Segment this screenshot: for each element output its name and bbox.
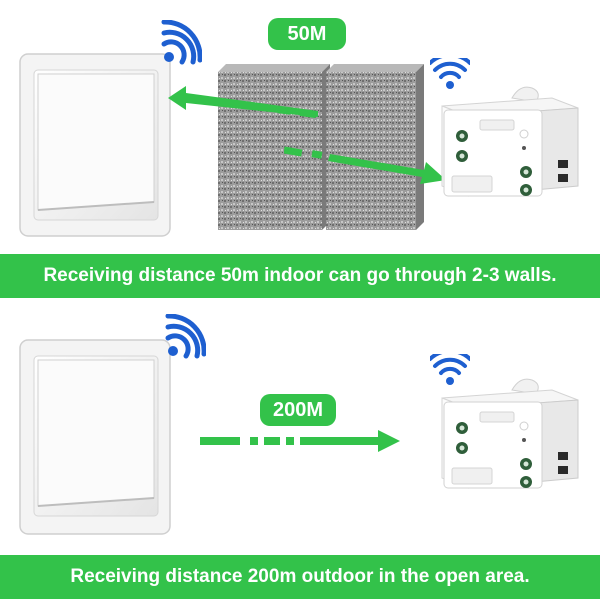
signal-arrow-icon [284, 146, 446, 184]
outdoor-caption: Receiving distance 200m outdoor in the o… [0, 555, 600, 599]
indoor-panel: 50M [0, 18, 600, 298]
wall-switch-icon [19, 339, 171, 535]
receiver-module-icon [441, 378, 579, 489]
indoor-caption: Receiving distance 50m indoor can go thr… [0, 254, 600, 298]
wall-switch-icon [19, 53, 171, 237]
distance-label-outdoor: 200M [260, 394, 336, 426]
wifi-signal-icon [161, 20, 202, 65]
wifi-signal-icon [165, 314, 206, 359]
receiver-module-icon [441, 86, 579, 197]
signal-arrow-icon [168, 86, 318, 118]
distance-label-indoor: 50M [268, 18, 346, 50]
signal-arrow-icon [200, 430, 400, 452]
concrete-wall-icon [326, 64, 424, 230]
outdoor-panel: 200M [0, 300, 600, 600]
wifi-signal-icon [430, 354, 470, 385]
wifi-signal-icon [430, 58, 470, 89]
